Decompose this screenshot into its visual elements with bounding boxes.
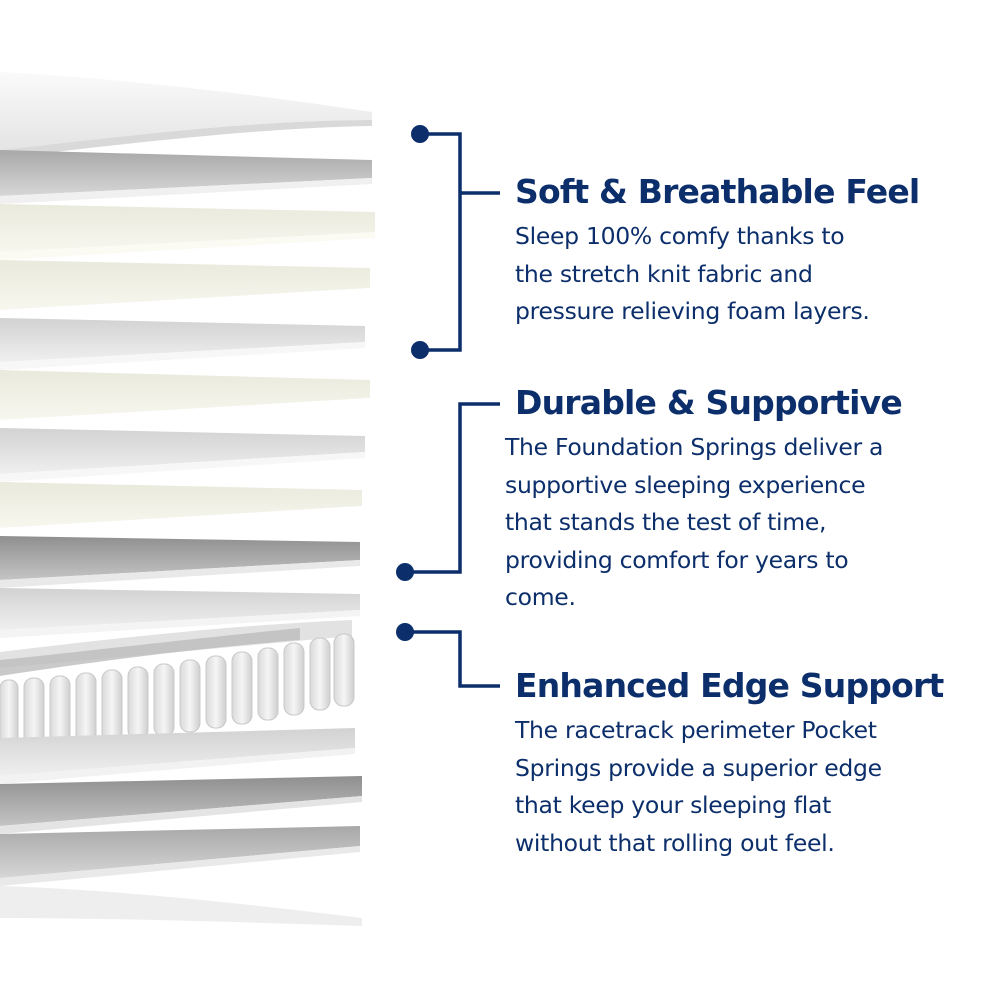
feature-title: Durable & Supportive — [515, 383, 903, 422]
feature-title: Enhanced Edge Support — [515, 666, 944, 705]
feature-description: The Foundation Springs deliver a support… — [505, 433, 884, 611]
connector-dot-1-bottom — [411, 341, 429, 359]
feature-durable-supportive: Durable & Supportive The Foundation Spri… — [505, 383, 985, 617]
feature-description: The racetrack perimeter Pocket Springs p… — [515, 716, 882, 857]
feature-soft-breathable: Soft & Breathable Feel Sleep 100% comfy … — [515, 172, 985, 331]
feature-title: Soft & Breathable Feel — [515, 172, 920, 211]
feature-description: Sleep 100% comfy thanks to the stretch k… — [515, 222, 870, 325]
feature-edge-support: Enhanced Edge Support The racetrack peri… — [515, 666, 985, 862]
mattress-layers-image — [0, 72, 375, 926]
connector-dot-1-top — [411, 125, 429, 143]
